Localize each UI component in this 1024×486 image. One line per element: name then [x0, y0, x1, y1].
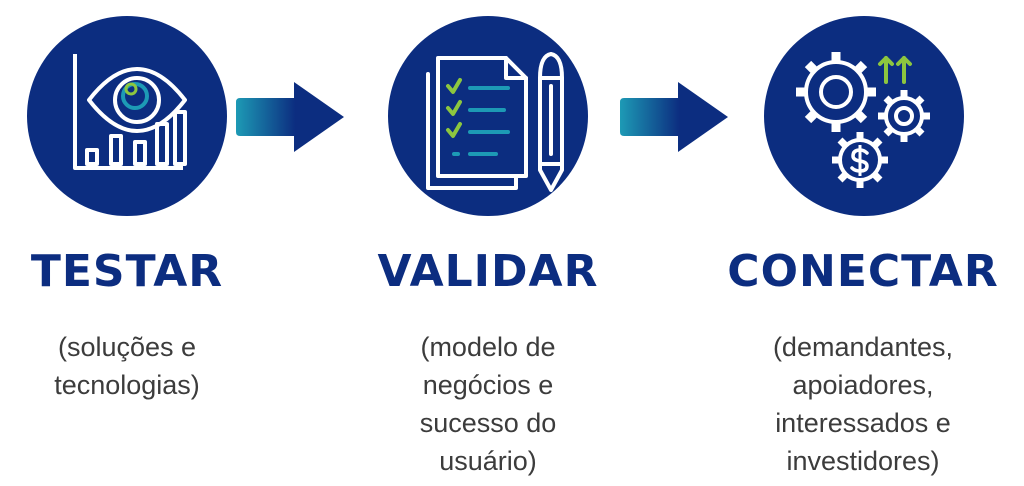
step-title: CONECTAR	[727, 246, 999, 297]
desc-line: usuário)	[439, 446, 537, 476]
desc-line: (demandantes,	[772, 332, 954, 362]
step-testar: TESTAR (soluções e tecnologias)	[0, 0, 292, 486]
step-description: (modelo de negócios e sucesso do usuário…	[323, 328, 653, 480]
desc-line: (modelo de	[420, 332, 556, 362]
step-validar: VALIDAR (modelo de negócios e sucesso do…	[323, 0, 653, 486]
desc-line: apoiadores,	[792, 370, 934, 400]
desc-line: sucesso do	[419, 408, 557, 438]
checklist-pen-icon	[426, 52, 564, 192]
step-title: VALIDAR	[377, 246, 599, 297]
desc-line: (soluções e	[57, 332, 197, 362]
arrow-right	[236, 80, 346, 154]
step-conectar: CONECTAR (demandantes, apoiadores, inter…	[698, 0, 1024, 486]
eye-chart-icon	[73, 54, 187, 170]
gears-dollar-icon	[796, 52, 930, 188]
step-description: (demandantes, apoiadores, interessados e…	[698, 328, 1024, 480]
step-description: (soluções e tecnologias)	[0, 328, 292, 404]
arrow-right	[620, 80, 730, 154]
desc-line: interessados e	[775, 408, 951, 438]
step-title: TESTAR	[30, 246, 224, 297]
desc-line: negócios e	[422, 370, 554, 400]
desc-line: tecnologias)	[54, 370, 200, 400]
step-circle	[388, 16, 588, 216]
step-circle	[27, 16, 227, 216]
desc-line: investidores)	[786, 446, 940, 476]
step-circle	[764, 16, 964, 216]
